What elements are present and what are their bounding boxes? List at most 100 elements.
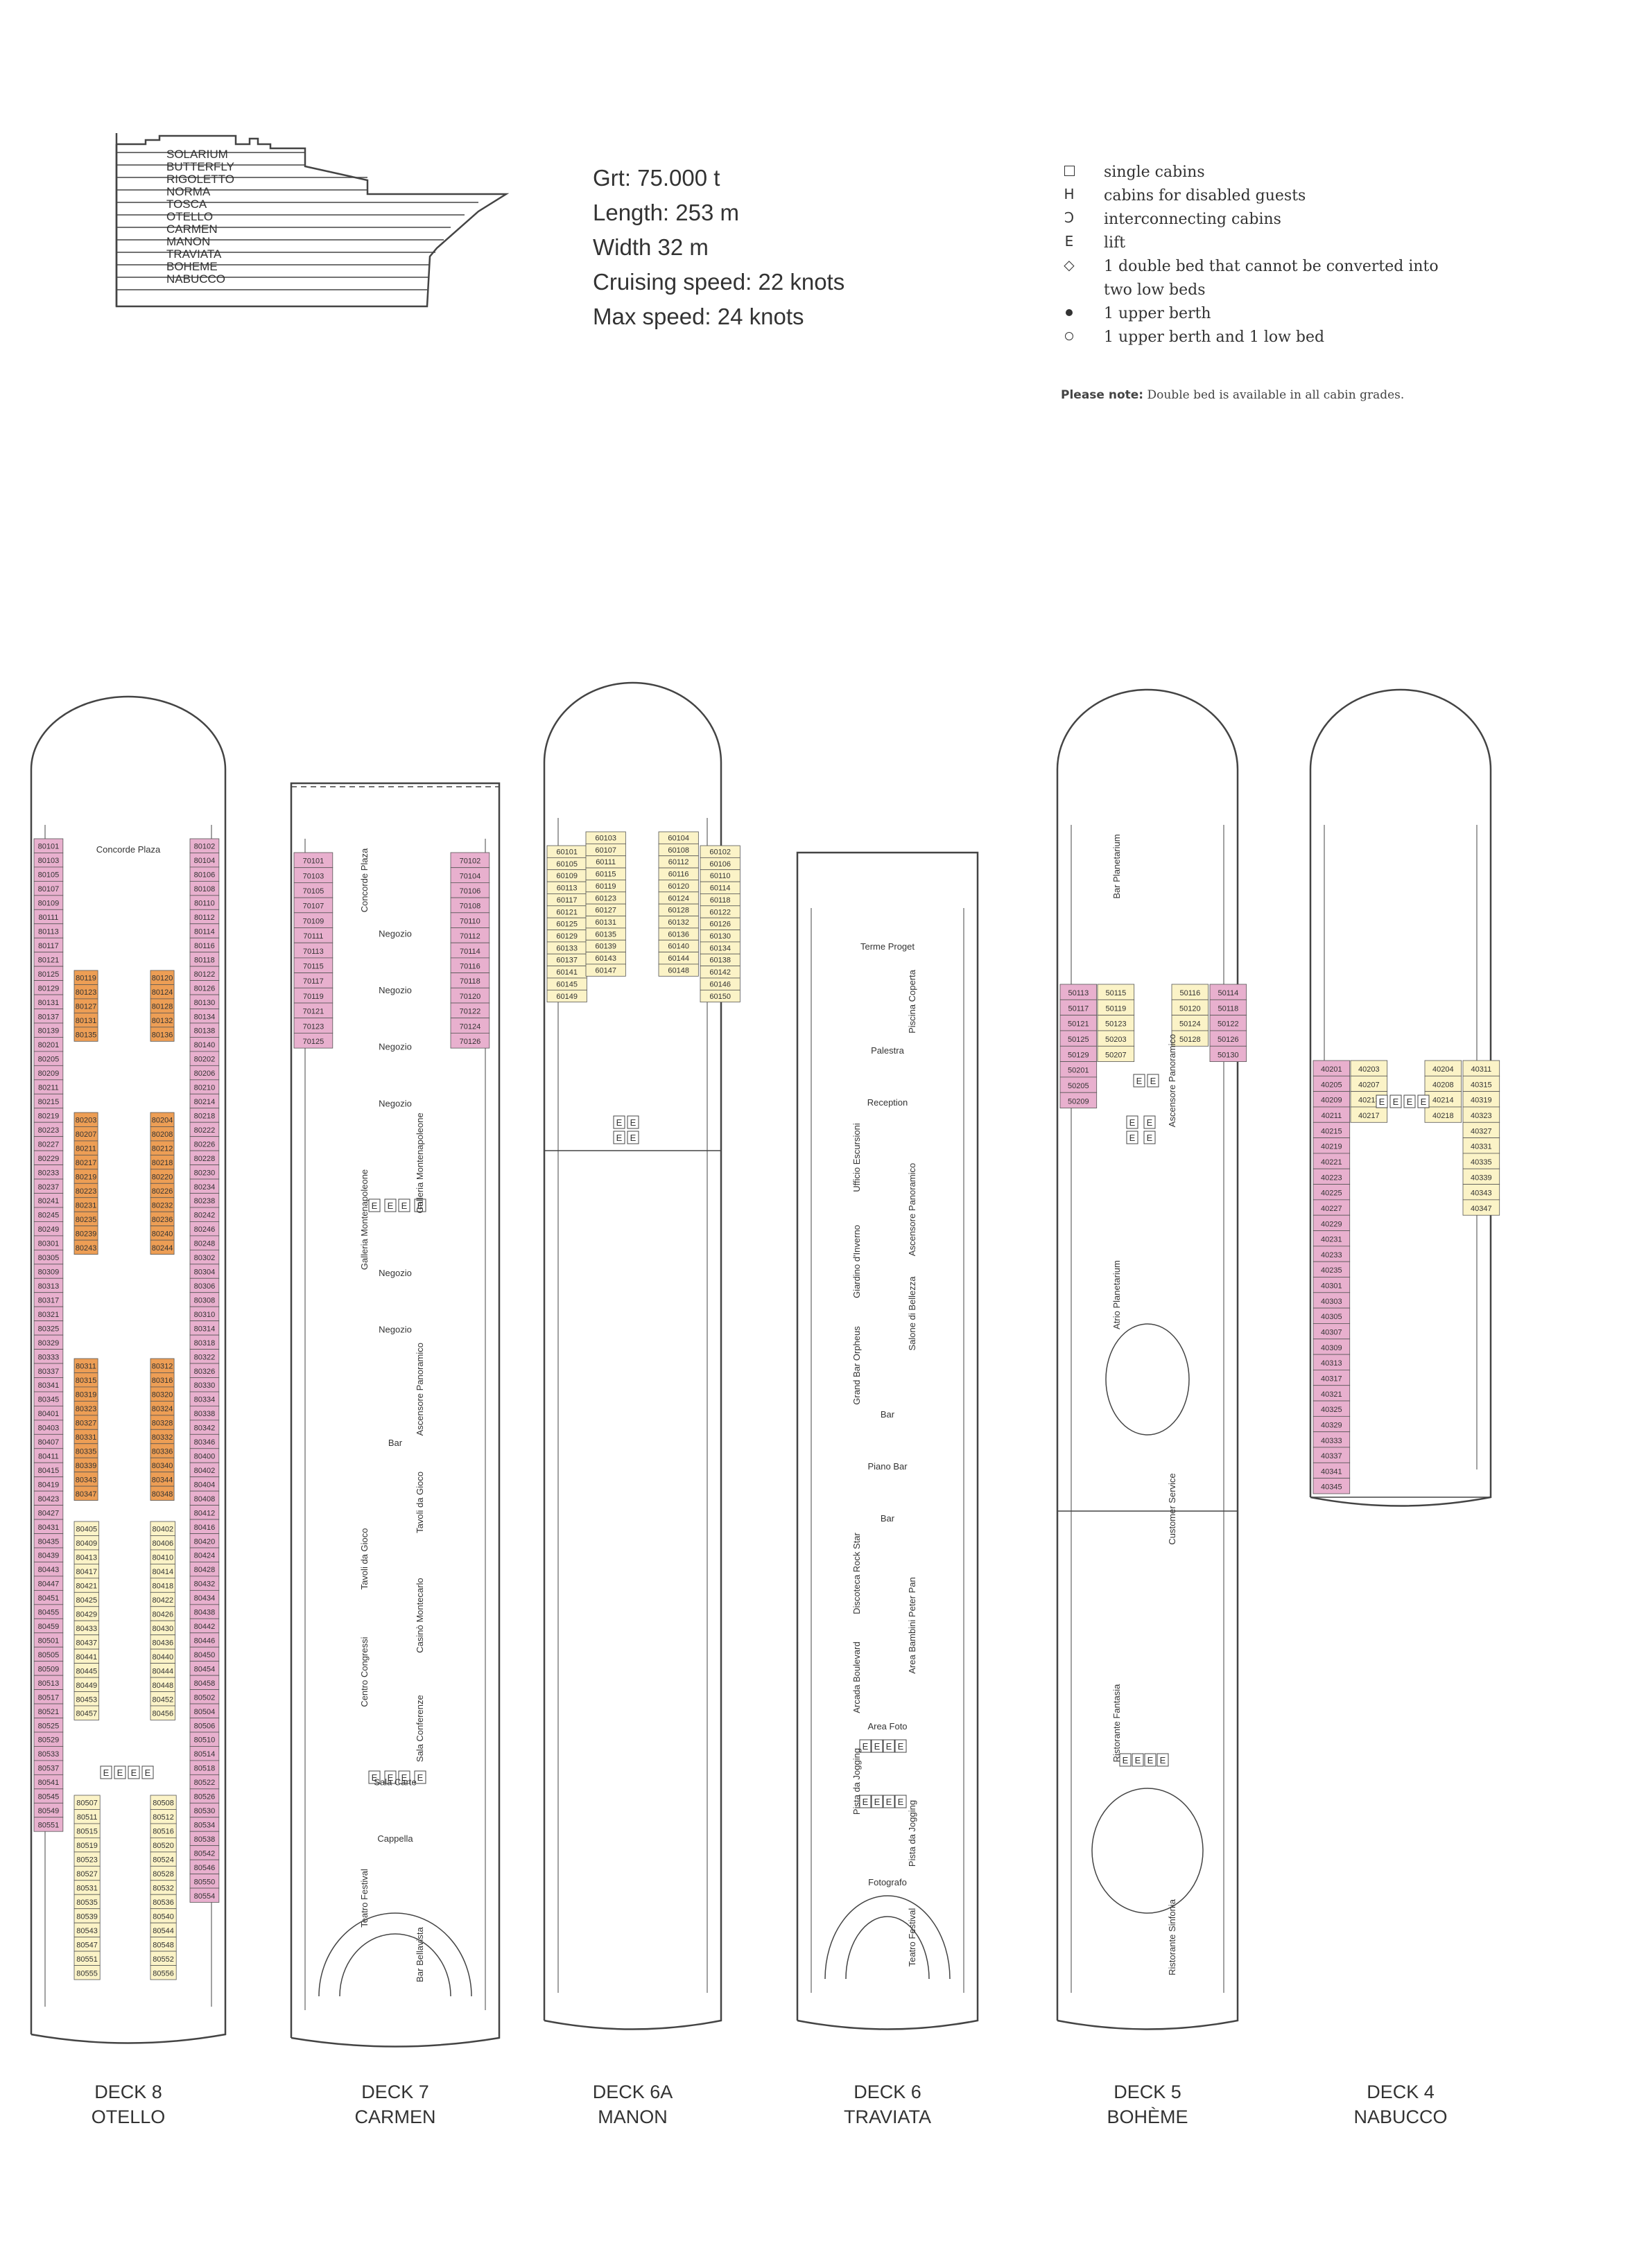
- cabin-number: 80552: [153, 1955, 174, 1964]
- cabin-number: 40219: [1321, 1143, 1342, 1151]
- cabin-number: 70104: [460, 872, 481, 880]
- cabin-cell: 80138: [189, 1022, 220, 1038]
- legend-item-disabled-cabins: H cabins for disabled guests: [1061, 184, 1546, 208]
- cabin-cell: 80400: [189, 1448, 220, 1463]
- cabin-number: 60112: [668, 858, 689, 866]
- cabin-number: 80319: [76, 1391, 97, 1399]
- lift-box: [1126, 1115, 1138, 1129]
- cabin-number: 80415: [38, 1467, 60, 1475]
- cabin-number: 50119: [1105, 1004, 1126, 1013]
- cabin-number: 60131: [595, 918, 616, 927]
- ship-profile-diagram: [115, 133, 510, 308]
- cabin-cell: 60135: [585, 927, 626, 941]
- cabin-number: 80112: [194, 914, 215, 922]
- cabin-cell: 80304: [189, 1264, 220, 1279]
- cabin-number: 70122: [460, 1008, 481, 1016]
- cabin-number: 80318: [194, 1339, 216, 1347]
- cabin-number: 80111: [38, 914, 58, 922]
- lift-icon: E: [894, 1739, 907, 1753]
- cabin-cell: 70117: [293, 972, 333, 988]
- cabin-number: 80334: [194, 1396, 216, 1404]
- cabin-number: 60144: [668, 954, 689, 963]
- cabin-number: 80428: [194, 1566, 216, 1574]
- cabin-cell: 50123: [1097, 1015, 1135, 1031]
- cabin-number: 60142: [709, 968, 731, 977]
- ship-deck-lines: [116, 152, 478, 290]
- cabin-number: 80513: [38, 1680, 60, 1688]
- cabin-cell: 80514: [189, 1746, 220, 1761]
- cabin-cell: 80504: [189, 1703, 220, 1718]
- cabin-number: 80234: [194, 1183, 216, 1192]
- lift-icon: E: [368, 1198, 381, 1212]
- cabin-number: 80342: [194, 1424, 216, 1433]
- cabin-cell: 80131: [73, 1012, 98, 1028]
- area-label: Reception: [867, 1097, 908, 1108]
- deck-outline: [543, 681, 722, 2030]
- cabin-number: 60119: [596, 882, 616, 891]
- ship-specifications: Grt: 75.000 t Length: 253 m Width 32 m C…: [593, 161, 939, 334]
- area-label: Teatro Festival: [359, 1869, 370, 1928]
- cabin-cell: 80536: [150, 1894, 177, 1910]
- cabin-number: 80249: [38, 1225, 60, 1234]
- legend-label: cabins for disabled guests: [1104, 187, 1306, 204]
- cabin-cell: 80335: [73, 1443, 98, 1458]
- deck-outline: [1309, 688, 1492, 1507]
- deck-name-label: CARMEN: [166, 223, 218, 236]
- cabin-number: 70103: [303, 872, 324, 880]
- cabin-number: 60108: [668, 846, 689, 855]
- area-label: Negozio: [379, 1098, 412, 1108]
- cabin-number: 80117: [38, 942, 59, 950]
- cabin-cell: 70121: [293, 1002, 333, 1019]
- legend-item-upper-berth: 1 upper berth: [1061, 302, 1546, 326]
- cabin-cell: 80545: [33, 1788, 64, 1804]
- cabin-cell: 80434: [189, 1589, 220, 1605]
- cabin-number: 80458: [194, 1680, 216, 1688]
- cabin-cell: 80245: [33, 1207, 64, 1222]
- area-label: Negozio: [379, 1268, 412, 1278]
- cabin-cell: 80211: [73, 1140, 98, 1155]
- cabin-number: 40214: [1432, 1097, 1454, 1105]
- cabin-cell: 80114: [189, 923, 220, 939]
- lift-label: E: [145, 1768, 151, 1778]
- cabin-cell: 80423: [33, 1490, 64, 1506]
- cabin-number: 80546: [194, 1864, 216, 1872]
- area-label: Negozio: [379, 929, 412, 939]
- cabin-number: 80236: [152, 1216, 173, 1224]
- spec-grt: Grt: 75.000 t: [593, 165, 720, 191]
- cabin-cell: 80505: [33, 1646, 64, 1662]
- cabin-number: 80419: [38, 1481, 60, 1489]
- cabin-number: 70121: [303, 1008, 324, 1016]
- lift-box: [1143, 1115, 1156, 1129]
- cabin-number: 80127: [76, 1003, 97, 1011]
- cabin-cell: 60119: [585, 880, 626, 893]
- cabin-cell: 80540: [150, 1908, 177, 1924]
- cabin-number: 80446: [194, 1637, 216, 1645]
- cabin-number: 60118: [710, 896, 731, 905]
- cabin-cell: 60106: [700, 857, 740, 871]
- cabin-cell: 80112: [189, 909, 220, 925]
- cabin-cell: 80424: [189, 1547, 220, 1562]
- cabin-cell: 80139: [33, 1022, 64, 1038]
- cabin-box: [1097, 1045, 1135, 1063]
- cabin-number: 40205: [1321, 1081, 1342, 1089]
- cabin-number: 80313: [38, 1282, 60, 1291]
- cabin-column: 8031180315803198032380327803318033580339…: [73, 1358, 98, 1501]
- lift-icon: E: [114, 1765, 126, 1779]
- cabin-number: 80449: [76, 1682, 98, 1690]
- lift-box: [368, 1770, 381, 1784]
- cabin-number: 70111: [303, 932, 323, 941]
- area-label: Customer Service: [1167, 1473, 1177, 1544]
- cabin-number: 50130: [1218, 1051, 1239, 1059]
- cabin-cell: 50203: [1097, 1030, 1135, 1047]
- cabin-cell: 80415: [33, 1462, 64, 1478]
- cabin-cell: 80437: [73, 1634, 100, 1650]
- cabin-cell: 80347: [73, 1485, 98, 1501]
- cabin-number: 40327: [1471, 1127, 1492, 1135]
- deck-caption-name: NABUCCO: [1353, 2106, 1448, 2127]
- cabin-cell: 40218: [1424, 1106, 1462, 1123]
- cabin-cell: 80228: [189, 1150, 220, 1165]
- cabin-cell: 80227: [33, 1136, 64, 1151]
- cabin-number: 80429: [76, 1610, 98, 1619]
